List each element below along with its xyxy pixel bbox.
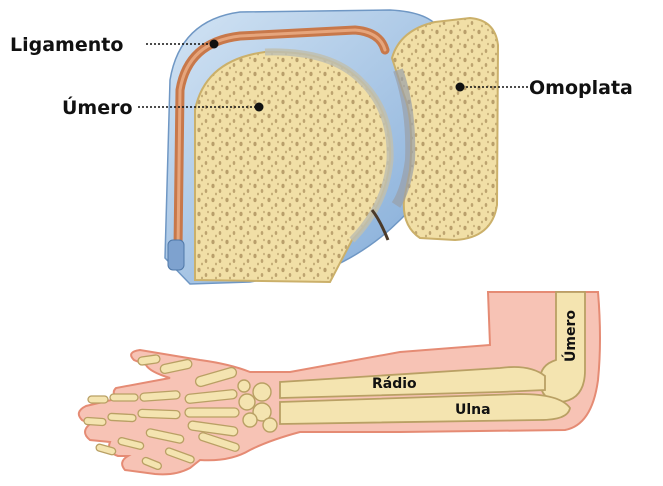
umero-marker-dot xyxy=(255,103,264,112)
label-ligamento: Ligamento xyxy=(10,34,123,56)
tendon-end xyxy=(168,240,184,270)
label-umero-arm: Úmero xyxy=(561,310,579,362)
arm-illustration xyxy=(79,292,600,474)
shoulder-joint-illustration xyxy=(165,10,498,284)
label-omoplata: Omoplata xyxy=(529,77,633,99)
ligamento-marker-dot xyxy=(210,40,219,49)
omoplata-marker-dot xyxy=(456,83,465,92)
label-radio: Rádio xyxy=(372,376,417,392)
label-umero-top: Úmero xyxy=(62,95,133,119)
label-ulna: Ulna xyxy=(455,402,491,418)
